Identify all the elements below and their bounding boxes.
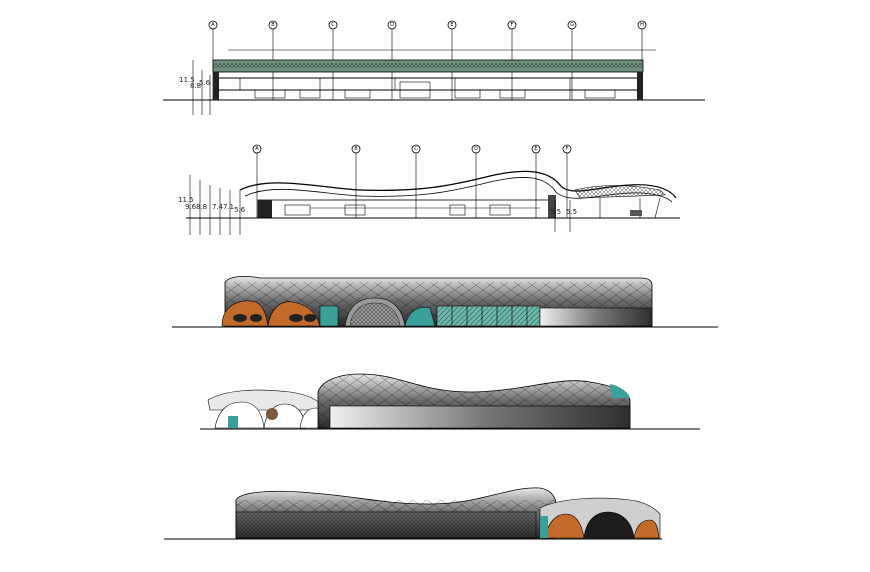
section-b: A B C D E F 11.5 [178, 144, 680, 235]
dim-text: 5.5 [566, 208, 577, 216]
elevation-front-solid-wall [539, 307, 653, 327]
elevation-front-arches [221, 297, 436, 327]
grid-bubble-label: D [474, 146, 478, 152]
elevation-side-right-mesh-wall [235, 511, 537, 539]
grid-bubble-label: G [570, 22, 574, 28]
section-b-left-core [258, 200, 272, 218]
grid-bubble-label: E [534, 146, 537, 152]
grid-bubble [507, 20, 517, 30]
dim-text: 11.5 [179, 76, 195, 84]
section-a: A B C D E F G H 11.5 [163, 20, 705, 115]
grid-bubble-label: B [354, 146, 358, 152]
grid-bubble-label: C [414, 146, 418, 152]
grid-bubble [531, 144, 541, 154]
grid-bubble-label: A [255, 146, 259, 152]
grid-bubble [567, 20, 577, 30]
section-b-grid-lines: A B C D E F [252, 144, 572, 218]
section-b-dimensions: 11.5 9.6 8.8 7.4 7.1 5.6 5.5 5.5 [178, 175, 577, 235]
dim-text: 8.8 [190, 82, 201, 90]
grid-bubble-label: A [211, 22, 215, 28]
section-a-roof-truss [213, 63, 643, 68]
grid-bubble-label: E [450, 22, 453, 28]
grid-bubble [637, 20, 647, 30]
dim-text: 5.5 [550, 208, 561, 216]
section-a-interior-openings [239, 78, 616, 100]
section-b-hall [257, 199, 551, 219]
grid-bubble [208, 20, 218, 30]
dim-text: 5.6 [199, 79, 211, 87]
grid-bubble [351, 144, 361, 154]
grid-bubble-label: F [511, 22, 514, 28]
elevation-side-right-diamond-band [236, 500, 556, 512]
grid-bubble-label: C [331, 22, 335, 28]
section-b-interior [284, 195, 661, 219]
section-a-right-wall [637, 72, 643, 100]
grid-bubble [471, 144, 481, 154]
elevation-front [172, 275, 718, 328]
grid-bubble-label: D [390, 22, 394, 28]
elevation-side-left [200, 373, 700, 430]
elevation-front-mullions [451, 306, 528, 326]
elevation-side-left-wall [329, 405, 631, 429]
dim-text: 9.6 [185, 203, 197, 211]
section-a-dimensions: 11.5 8.8 5.6 [179, 60, 211, 115]
elevation-side-right [164, 487, 662, 540]
section-b-canopy [574, 185, 666, 199]
grid-bubble [268, 20, 278, 30]
elevation-side-left-canopy [207, 389, 330, 429]
section-a-left-wall [213, 72, 219, 100]
dim-text: 5.6 [234, 206, 246, 214]
grid-bubble [447, 20, 457, 30]
grid-bubble [387, 20, 397, 30]
elevation-side-right-canopy [539, 497, 661, 539]
grid-bubble-label: B [271, 22, 275, 28]
dim-text: 7.4 [212, 203, 224, 211]
section-b-roof-curve [239, 170, 677, 199]
grid-bubble [562, 144, 572, 154]
grid-bubble [411, 144, 421, 154]
grid-bubble [252, 144, 262, 154]
grid-bubble-label: F [566, 146, 569, 152]
elevation-side-left-accent [610, 384, 630, 398]
dim-text: 8.8 [196, 203, 207, 211]
dim-text: 11.5 [178, 196, 194, 204]
elevation-front-glazing-hatch [437, 306, 540, 326]
grid-bubble [328, 20, 338, 30]
dim-text: 7.1 [223, 203, 234, 211]
grid-bubble-label: H [640, 22, 644, 28]
